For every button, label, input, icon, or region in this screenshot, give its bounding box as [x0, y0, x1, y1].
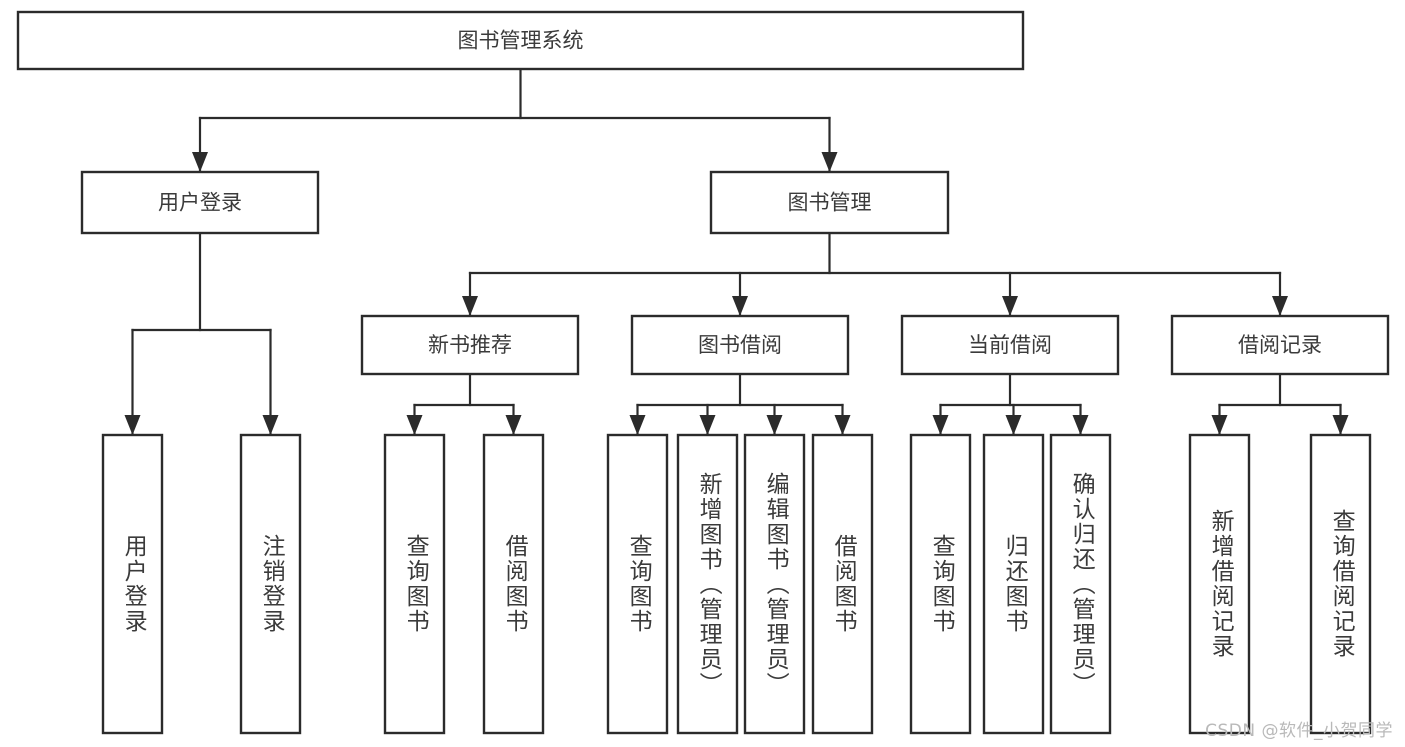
arrow-head	[699, 415, 716, 435]
node-box-leaf-return-book[interactable]	[982, 433, 1045, 735]
arrow-head	[1332, 415, 1349, 435]
node-box-root[interactable]	[16, 10, 1025, 71]
node-box-leaf-query-book-borrow[interactable]	[606, 433, 669, 735]
node-box-user-login[interactable]	[80, 170, 320, 235]
arrow-head	[1211, 415, 1228, 435]
node-label-root: 图书管理系统	[458, 29, 584, 53]
arrow-head	[629, 415, 646, 435]
node-box-leaf-logout[interactable]	[239, 433, 302, 735]
node-box-leaf-query-book-rec[interactable]	[383, 433, 446, 735]
node-label-user-login: 用户登录	[158, 191, 242, 215]
arrow-head	[462, 296, 478, 316]
node-label-borrow-record: 借阅记录	[1238, 333, 1322, 357]
arrow-head	[766, 415, 783, 435]
arrow-head	[124, 415, 141, 435]
connector-layer	[124, 67, 1349, 437]
arrow-head	[505, 415, 522, 435]
arrow-head	[834, 415, 851, 435]
arrow-head	[1002, 296, 1018, 316]
node-label-new-book-rec: 新书推荐	[428, 333, 512, 357]
node-box-leaf-user-login[interactable]	[101, 433, 164, 735]
arrow-head	[192, 152, 208, 172]
node-box-leaf-confirm-return-admin[interactable]	[1049, 433, 1112, 735]
node-box-leaf-borrow-book-rec[interactable]	[482, 433, 545, 735]
node-box-current-borrow[interactable]	[900, 314, 1120, 376]
node-box-leaf-query-book-cur[interactable]	[909, 433, 972, 735]
node-box-book-manage[interactable]	[709, 170, 950, 235]
node-box-leaf-add-borrow-record[interactable]	[1188, 433, 1251, 735]
node-box-leaf-query-borrow-record[interactable]	[1309, 433, 1372, 735]
arrow-head	[732, 296, 748, 316]
node-box-borrow-record[interactable]	[1170, 314, 1390, 376]
arrow-head	[1005, 415, 1022, 435]
arrow-head	[821, 152, 838, 172]
node-box-new-book-rec[interactable]	[360, 314, 580, 376]
arrow-head	[406, 415, 423, 435]
arrow-head	[1072, 415, 1089, 435]
arrow-head	[1272, 296, 1288, 316]
node-box-leaf-add-book-admin[interactable]	[676, 433, 739, 735]
node-box-book-borrow[interactable]	[630, 314, 850, 376]
node-box-leaf-borrow-book[interactable]	[811, 433, 874, 735]
node-label-book-manage: 图书管理	[788, 191, 872, 215]
node-label-book-borrow: 图书借阅	[698, 333, 782, 357]
arrow-head	[262, 415, 279, 435]
csdn-watermark: CSDN @软件_小贺同学	[1205, 721, 1393, 741]
node-label-current-borrow: 当前借阅	[968, 333, 1052, 357]
arrow-head	[932, 415, 949, 435]
node-box-leaf-edit-book-admin[interactable]	[743, 433, 806, 735]
node-box-layer	[16, 10, 1390, 735]
